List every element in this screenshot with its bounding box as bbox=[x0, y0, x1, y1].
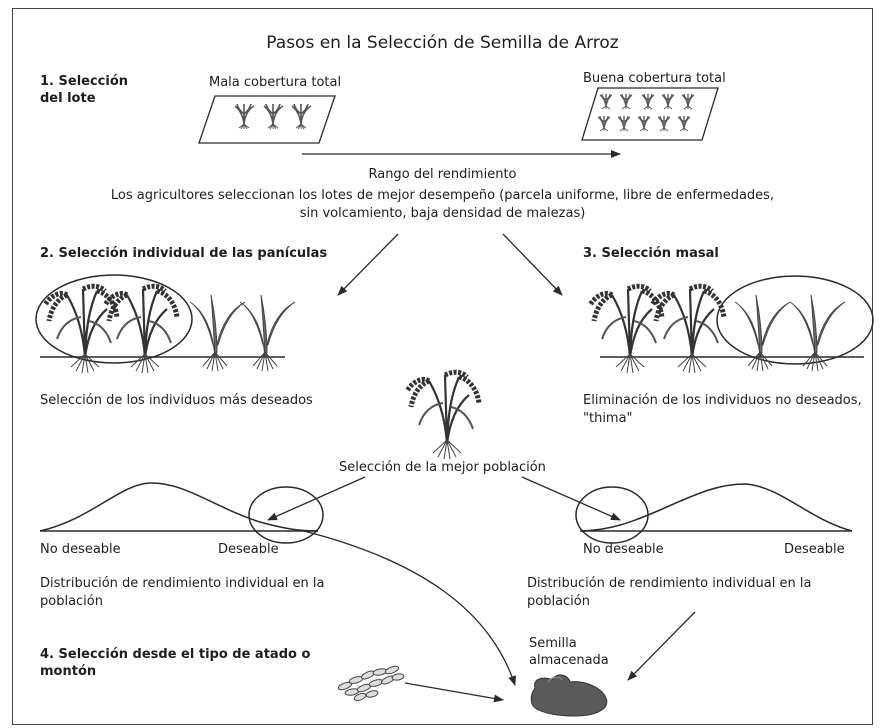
arrow-bundle-to-seed bbox=[404, 682, 504, 703]
step4-label-line2: montón bbox=[40, 664, 97, 679]
step1-label-line1: 1. Selección bbox=[40, 74, 129, 89]
step2-plants bbox=[35, 274, 296, 373]
step2-label: 2. Selección individual de las panículas bbox=[40, 246, 328, 261]
left-curve-caption-line1: Distribución de rendimiento individual e… bbox=[40, 576, 325, 591]
left-curve-high-label: Deseable bbox=[218, 542, 279, 557]
good-plot-parallelogram bbox=[581, 87, 719, 141]
stored-seed-line2: almacenada bbox=[529, 653, 609, 668]
good-plot-label: Buena cobertura total bbox=[583, 71, 726, 86]
bad-plot-label: Mala cobertura total bbox=[209, 75, 342, 90]
step3-caption-line2: "thima" bbox=[583, 411, 633, 426]
right-curve-high-label: Deseable bbox=[784, 542, 845, 557]
farmers-text-line1: Los agricultores seleccionan los lotes d… bbox=[110, 188, 775, 203]
right-curve-caption-line1: Distribución de rendimiento individual e… bbox=[527, 576, 812, 591]
figure-frame bbox=[12, 8, 873, 725]
step2-caption: Selección de los individuos más deseados bbox=[40, 393, 313, 408]
seed-bag-icon bbox=[530, 674, 608, 717]
left-curve-caption-line2: población bbox=[40, 594, 103, 609]
left-distribution-curve bbox=[39, 482, 324, 544]
arrow-to-right-curve bbox=[521, 476, 621, 521]
step3-label: 3. Selección masal bbox=[583, 246, 719, 261]
best-population-label: Selección de la mejor población bbox=[339, 460, 546, 475]
arrow-right-to-seed bbox=[627, 611, 696, 681]
seed-bundle-icon bbox=[337, 665, 405, 701]
bad-plot-parallelogram bbox=[198, 95, 336, 144]
farmers-text-line2: sin volcamiento, baja densidad de maleza… bbox=[299, 206, 586, 221]
right-distribution-curve bbox=[575, 483, 853, 544]
step1-label-line2: del lote bbox=[40, 91, 96, 106]
central-rice-plant bbox=[407, 372, 479, 459]
arrow-left-curve-to-seed bbox=[299, 529, 516, 686]
step3-plants bbox=[590, 275, 874, 373]
right-curve-low-label: No deseable bbox=[583, 542, 664, 557]
stored-seed-line1: Semilla bbox=[529, 636, 577, 651]
right-curve-caption-line2: población bbox=[527, 594, 590, 609]
arrow-to-step3 bbox=[502, 233, 563, 296]
step3-caption-line1: Eliminación de los individuos no deseado… bbox=[583, 393, 862, 408]
diagram-title: Pasos en la Selección de Semilla de Arro… bbox=[266, 33, 619, 53]
left-curve-low-label: No deseable bbox=[40, 542, 121, 557]
arrow-to-step2 bbox=[337, 233, 399, 296]
yield-range-label: Rango del rendimiento bbox=[368, 167, 517, 182]
step4-label-line1: 4. Selección desde el tipo de atado o bbox=[40, 647, 311, 662]
